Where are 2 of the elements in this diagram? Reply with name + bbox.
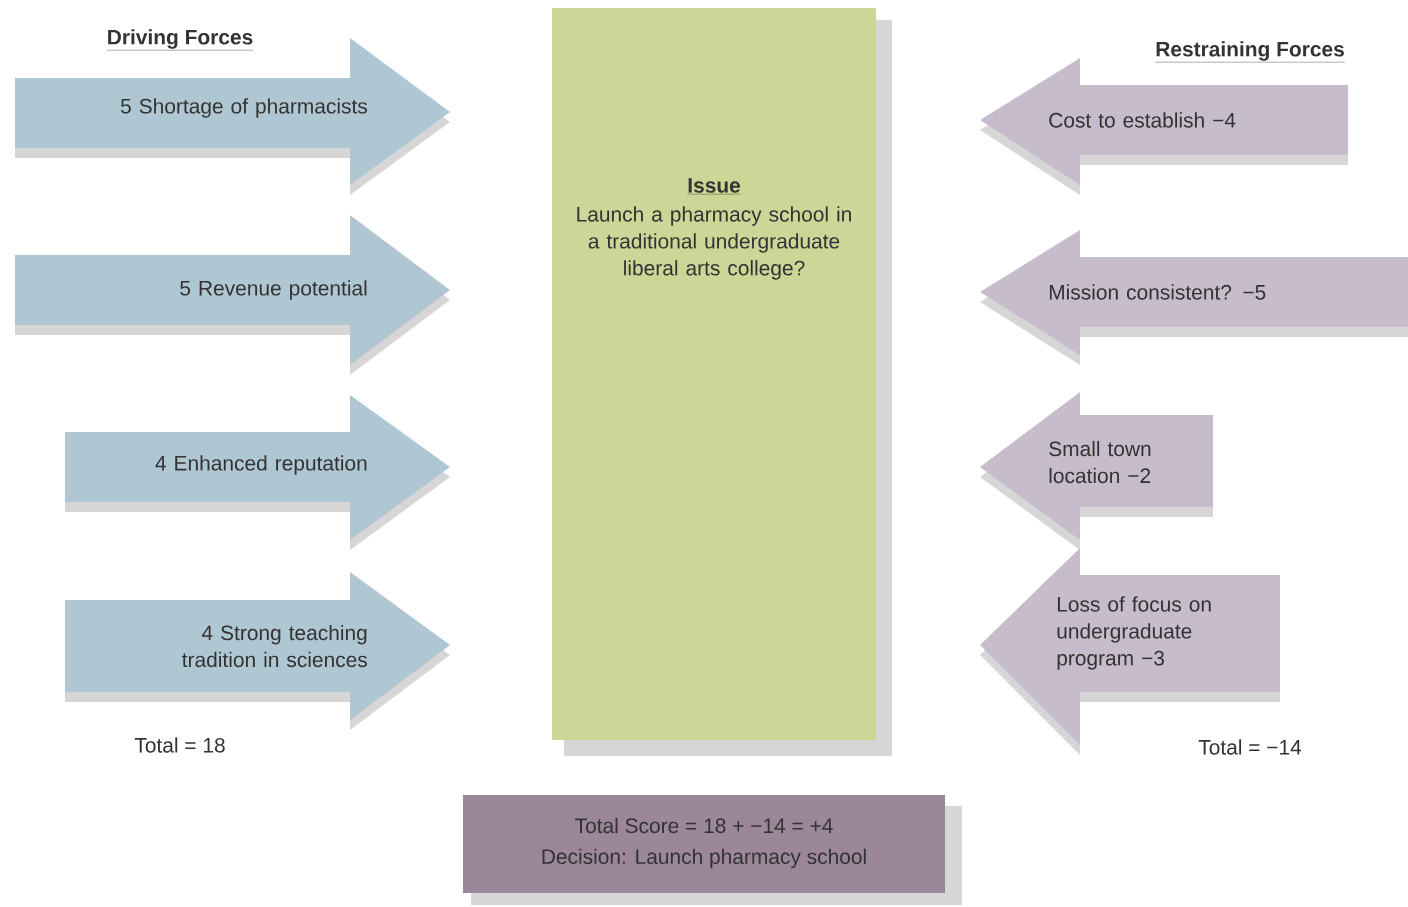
issue-box: Issue Launch a pharmacy school in a traditional undergraduate liberal arts college?: [552, 8, 892, 756]
decision-box: Total Score = 18 + −14 = +4 Decision: Launch pharmacy school: [463, 795, 962, 905]
